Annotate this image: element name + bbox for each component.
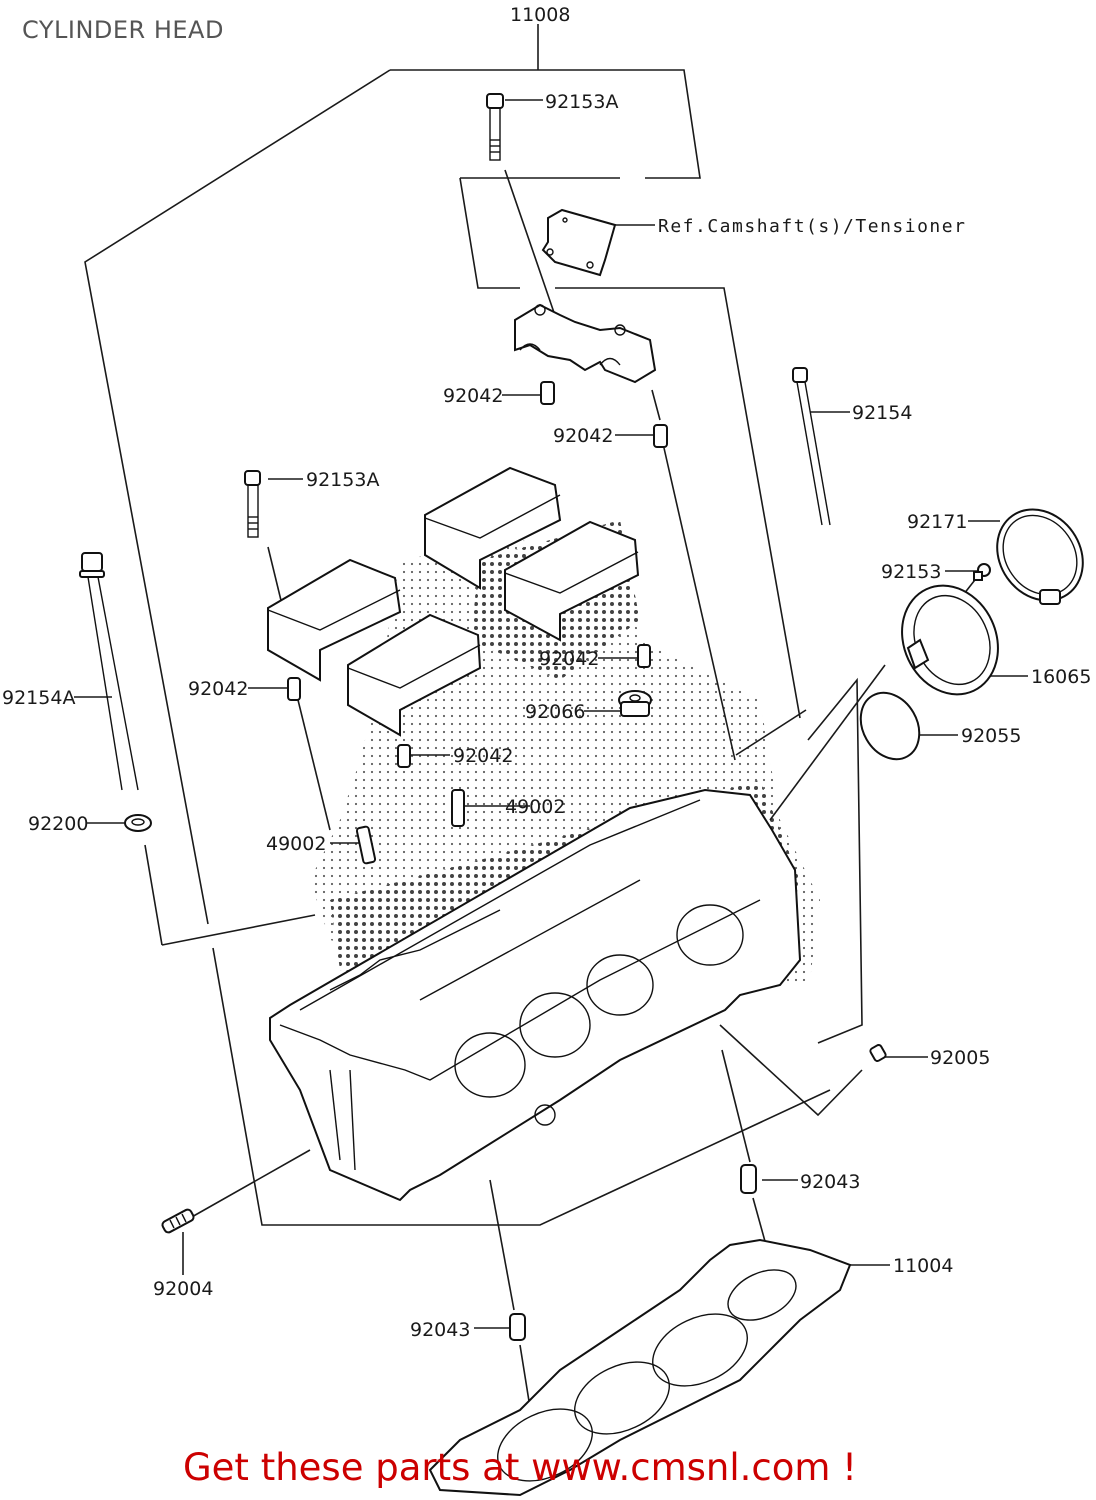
label-92042-e[interactable]: 92042 [453,745,513,767]
label-16065[interactable]: 16065 [1031,666,1091,688]
label-92066[interactable]: 92066 [525,701,585,723]
cylinder-head[interactable] [269,788,802,1202]
dowel-92042-e[interactable] [397,744,411,768]
clamp-92171[interactable] [980,493,1096,618]
tensioner-bracket[interactable] [541,208,617,277]
holder-16065[interactable] [885,570,1016,710]
label-92042-d[interactable]: 92042 [539,648,599,670]
washer-92200[interactable] [124,814,152,832]
camshaft-cap-2[interactable] [424,466,562,590]
label-ref-camshaft-tensioner[interactable]: Ref.Camshaft(s)/Tensioner [658,216,966,237]
stud-92004[interactable] [161,1208,195,1234]
valve-guide-49002-a[interactable] [451,789,465,827]
camshaft-cap-top[interactable] [514,303,657,384]
assembly-frame [84,24,863,1226]
plug-92066[interactable] [618,690,652,717]
dowel-92043-b[interactable] [509,1313,526,1341]
footer-promo-link[interactable]: Get these parts at www.cmsnl.com ! [183,1446,858,1489]
label-92042-b[interactable]: 92042 [553,425,613,447]
oring-92055[interactable] [849,682,931,770]
gasket-11004[interactable] [428,1238,852,1497]
screw-92153[interactable] [973,563,991,581]
dowel-92042-b[interactable] [653,424,668,448]
label-92042-a[interactable]: 92042 [443,385,503,407]
label-92153A-top[interactable]: 92153A [545,91,618,113]
label-92200[interactable]: 92200 [28,813,88,835]
label-11008[interactable]: 11008 [510,4,570,26]
bolt-92154[interactable] [792,367,831,526]
bolt-92153A-left[interactable] [244,470,261,538]
valve-guide-49002-b[interactable] [355,825,377,865]
label-11004[interactable]: 11004 [893,1255,953,1277]
camshaft-cap-4[interactable] [347,613,482,737]
dowel-92042-a[interactable] [540,381,555,405]
label-92171[interactable]: 92171 [907,511,967,533]
label-92055[interactable]: 92055 [961,725,1021,747]
dowel-92042-d[interactable] [637,644,651,668]
label-92043-b[interactable]: 92043 [410,1319,470,1341]
label-92005[interactable]: 92005 [930,1047,990,1069]
part-labels: 11008 92153A Ref.Camshaft(s)/Tensioner 9… [2,4,1091,1341]
label-92153A-left[interactable]: 92153A [306,469,379,491]
label-49002-a[interactable]: 49002 [505,796,565,818]
bolt-92153A-top[interactable] [486,93,504,161]
dowel-92043-a[interactable] [740,1164,757,1194]
label-92043-a[interactable]: 92043 [800,1171,860,1193]
plug-92005[interactable] [869,1044,887,1062]
diagram-title: CYLINDER HEAD [22,16,224,44]
dowel-92042-c[interactable] [287,677,301,701]
bolt-92154A[interactable] [79,552,139,791]
label-49002-b[interactable]: 49002 [266,833,326,855]
camshaft-cap-1[interactable] [267,558,402,682]
label-92154A[interactable]: 92154A [2,687,75,709]
label-92153[interactable]: 92153 [881,561,941,583]
label-92042-c[interactable]: 92042 [188,678,248,700]
label-92154[interactable]: 92154 [852,402,912,424]
camshaft-cap-3[interactable] [504,520,640,642]
label-92004[interactable]: 92004 [153,1278,213,1300]
